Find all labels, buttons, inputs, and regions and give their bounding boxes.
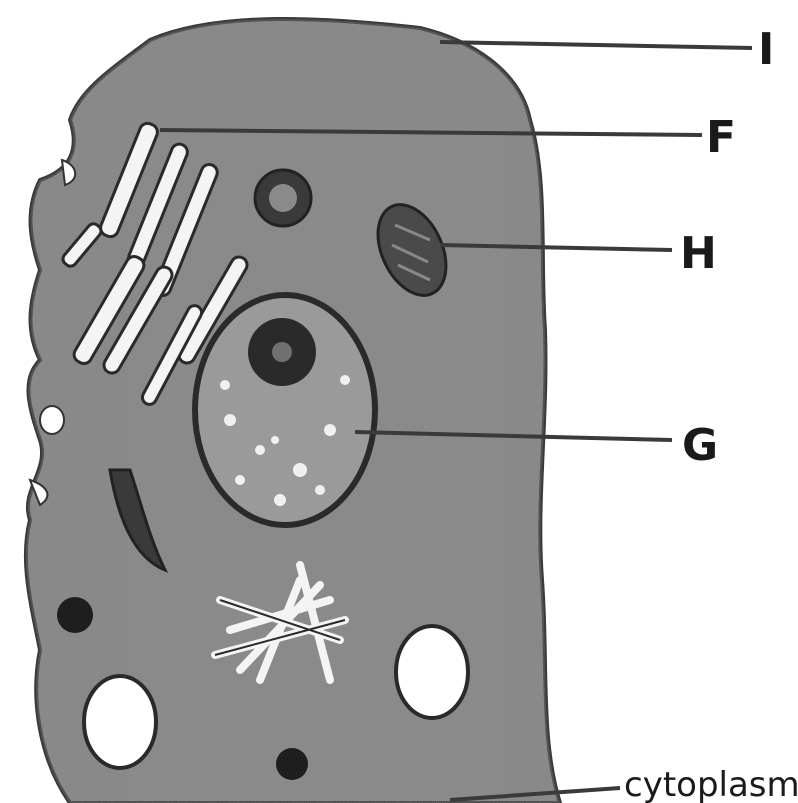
- centriole-vesicle: [255, 170, 311, 226]
- label-I: I: [758, 24, 774, 75]
- label-G: G: [682, 420, 718, 471]
- label-H: H: [680, 228, 717, 279]
- nucleus: [195, 295, 375, 525]
- label-cytoplasm: cytoplasm: [624, 765, 798, 803]
- leader-line-I: [440, 42, 752, 48]
- label-F: F: [706, 112, 736, 163]
